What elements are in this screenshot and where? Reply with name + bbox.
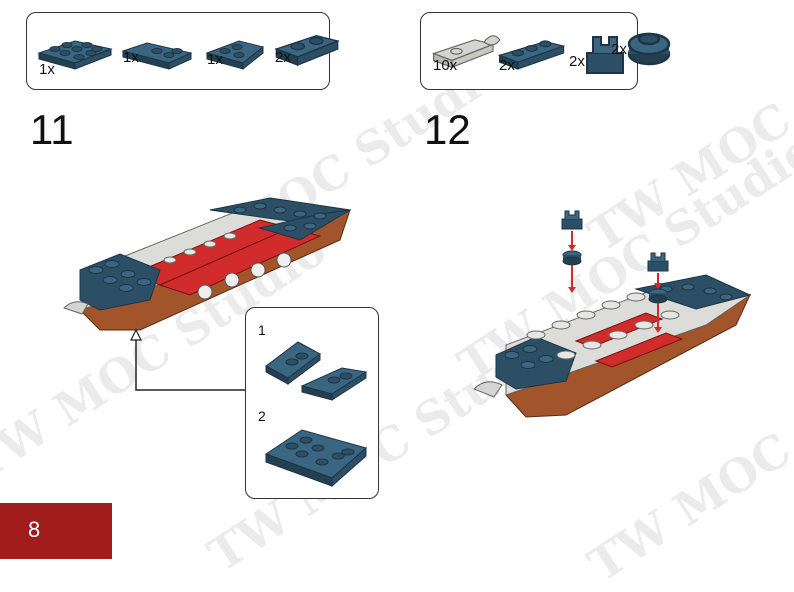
step-12-hull-model — [473, 210, 752, 418]
substep-number: 2 — [258, 408, 266, 424]
part-quantity: 2x — [611, 41, 627, 58]
subassembly-callout: 1 2 — [245, 307, 379, 499]
dark-blue-round-plate-icon — [627, 32, 671, 66]
step-number: 12 — [424, 106, 471, 153]
part-quantity: 2x — [569, 53, 585, 70]
part-quantity: 2x — [499, 57, 515, 74]
dark-blue-clip-icon — [586, 36, 624, 74]
exploded-clip-left — [561, 210, 583, 293]
page-number: 8 — [28, 517, 41, 542]
step-number: 11 — [30, 106, 74, 153]
substep-number: 1 — [258, 322, 266, 338]
step-12-parts-list: 10x 2x 2x 2x — [420, 12, 671, 90]
dark-blue-wedge-plate-left-icon — [121, 42, 193, 70]
light-gray-clip-plate-icon — [431, 35, 501, 69]
dark-blue-wedge-plate-right-icon — [205, 40, 265, 71]
step-11-parts-list: 1x 1x 1x 2x — [26, 12, 340, 90]
part-quantity: 1x — [39, 61, 55, 78]
part-quantity: 1x — [123, 49, 139, 66]
dark-blue-plate-2x4-icon — [37, 40, 113, 70]
wedge-plates-pair-icon — [265, 341, 368, 401]
callout-connector — [130, 328, 246, 391]
part-quantity: 10x — [433, 57, 458, 74]
dark-blue-plate-1x3-icon — [497, 40, 566, 70]
step-11-hull-model — [63, 197, 352, 331]
exploded-clip-right — [647, 252, 669, 333]
combined-plate-assembly-icon — [264, 429, 368, 488]
page-number-tab: 8 — [0, 503, 112, 559]
part-quantity: 1x — [207, 51, 223, 68]
part-quantity: 2x — [275, 49, 291, 66]
dark-blue-plate-1x2-icon — [274, 34, 340, 66]
